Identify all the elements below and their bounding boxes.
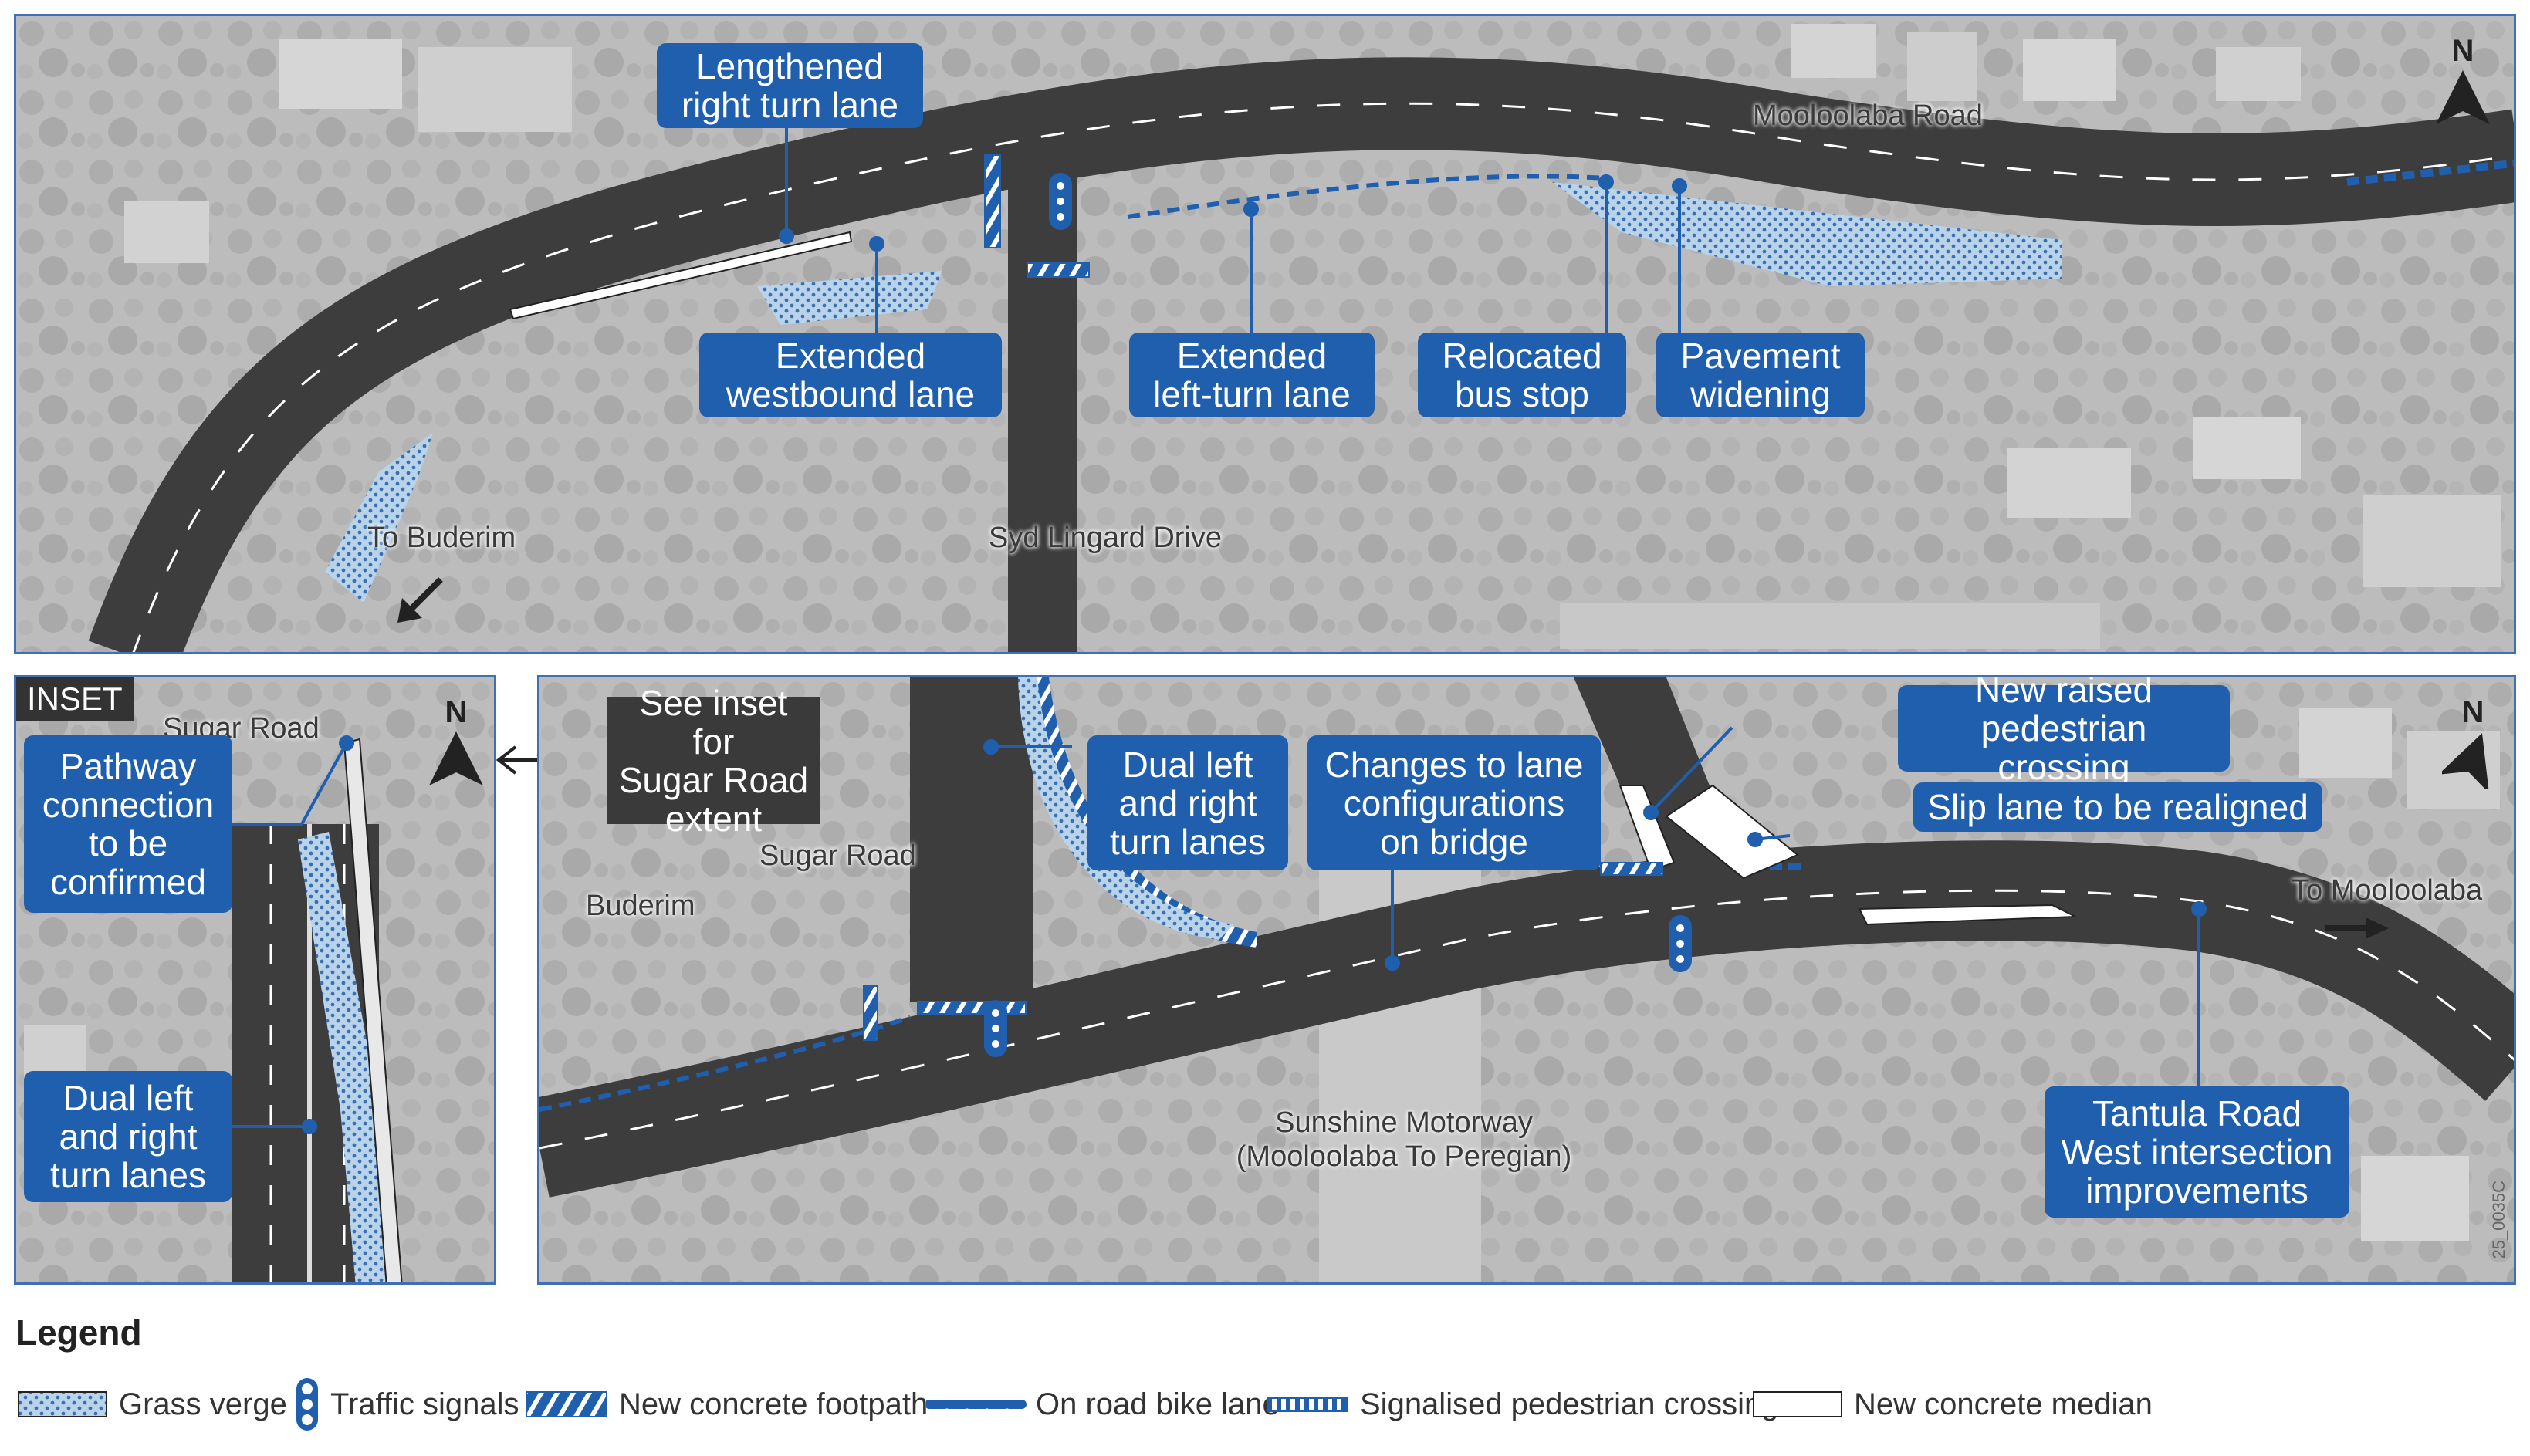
callout-line: confirmed (50, 862, 206, 902)
bottom-north-arrow: N (2438, 695, 2504, 793)
north-arrow-icon (2436, 70, 2490, 124)
legend-item-pedestrian-crossing: Signalised pedestrian crossing (1266, 1381, 1779, 1427)
label-syd-lingard-drive: Syd Lingard Drive (989, 522, 1223, 554)
callout-line: Tantula Road (2092, 1093, 2302, 1133)
callout-slip-lane-realigned: Slip lane to be realigned (1913, 782, 2322, 832)
top-leader-lines (779, 124, 1687, 333)
grass-verge-icon (18, 1391, 107, 1417)
label-sunshine-motorway: Sunshine Motorway (Mooloolaba To Peregia… (1226, 1106, 1581, 1174)
callout-line: on bridge (1380, 821, 1528, 862)
traffic-signals-icon (296, 1378, 318, 1431)
legend-label: Traffic signals (330, 1387, 519, 1421)
concrete-median-icon (1753, 1391, 1842, 1417)
north-arrow-icon (429, 731, 483, 785)
callout-line: left-turn lane (1153, 374, 1351, 414)
legend-item-concrete-median: New concrete median (1752, 1381, 2153, 1427)
inset-north-label: N (445, 695, 468, 729)
callout-lengthened-right-turn-lane: Lengthened right turn lane (657, 43, 923, 128)
see-inset-line: Sugar Road (618, 759, 809, 800)
bottom-leader-lines (983, 726, 2207, 1086)
callout-line: Pathway (59, 746, 197, 786)
legend-title: Legend (15, 1312, 142, 1353)
bottom-map-panel: See inset for Sugar Road extent Dual lef… (537, 675, 2516, 1285)
callout-extended-left-turn-lane: Extended left-turn lane (1129, 333, 1375, 417)
callout-line: Pavement (1680, 336, 1841, 376)
top-map-panel: Lengthened right turn lane Extended west… (14, 14, 2516, 654)
callout-dual-left-right-turn-lanes: Dual left and right turn lanes (1087, 735, 1288, 870)
concrete-footpath-icon (526, 1391, 607, 1417)
legend-item-bike-lane: On road bike lane (926, 1381, 1280, 1427)
see-inset-box[interactable]: See inset for Sugar Road extent (607, 684, 820, 838)
callout-lane-configurations-on-bridge: Changes to lane configurations on bridge (1307, 735, 1601, 870)
callout-line: to be (88, 823, 168, 863)
callout-line: New raised (1974, 675, 2153, 710)
callout-new-raised-pedestrian-crossing: New raised pedestrian crossing (1898, 677, 2230, 786)
callout-line: configurations (1343, 782, 1565, 823)
north-arrow: N (2432, 35, 2494, 132)
legend-item-concrete-footpath: New concrete footpath (525, 1381, 928, 1427)
callout-line: and right (59, 1116, 198, 1157)
callout-inset-dual-turn-lanes: Dual left and right turn lanes (24, 1071, 232, 1202)
arrow-southwest-icon (397, 577, 443, 623)
callout-line: improvements (2085, 1171, 2308, 1211)
see-inset-line: See inset for (639, 682, 788, 762)
label-mooloolaba-road: Mooloolaba Road (1753, 100, 1983, 132)
legend-label: Grass verge (119, 1387, 287, 1421)
top-aerial-map (16, 16, 2514, 652)
motorway-line: Sunshine Motorway (1275, 1106, 1533, 1139)
callout-line: Changes to lane (1324, 744, 1584, 785)
callout-relocated-bus-stop: Relocated bus stop (1418, 333, 1626, 417)
callout-line: westbound lane (726, 374, 976, 414)
callout-pavement-widening: Pavement widening (1656, 333, 1865, 417)
see-inset-line: extent (665, 798, 763, 839)
label-to-buderim: To Buderim (367, 522, 516, 554)
inset-map-panel: INSET Sugar Road N Pathway connection to… (14, 675, 496, 1285)
callout-line: Slip lane to be realigned (1927, 787, 2308, 827)
callout-line: connection (42, 785, 215, 825)
north-label: N (2451, 34, 2474, 68)
callout-extended-westbound-lane: Extended westbound lane (699, 333, 1002, 417)
label-buderim: Buderim (586, 890, 695, 922)
bike-lane-icon (926, 1400, 1027, 1409)
legend-item-grass-verge: Grass verge (17, 1381, 287, 1427)
north-arrow-icon (2438, 733, 2489, 793)
label-sugar-road: Sugar Road (759, 839, 916, 872)
callout-line: Relocated (1442, 336, 1602, 376)
callout-line: West intersection (2061, 1132, 2333, 1172)
callout-line: bus stop (1455, 374, 1589, 414)
pedestrian-crossing-icon (1267, 1397, 1348, 1412)
legend-label: Signalised pedestrian crossing (1360, 1387, 1779, 1421)
inset-leader-lines (232, 735, 354, 1134)
callout-line: Extended (775, 336, 926, 376)
callout-line: turn lanes (1109, 821, 1266, 862)
arrow-right-icon (2325, 917, 2389, 939)
callout-line: Dual left (1122, 744, 1253, 785)
callout-line: widening (1690, 374, 1831, 414)
callout-tantula-road-intersection: Tantula Road West intersection improveme… (2045, 1086, 2349, 1218)
callout-line: right turn lane (681, 85, 899, 125)
inset-north-arrow: N (425, 697, 487, 793)
callout-line: Lengthened (695, 46, 884, 86)
motorway-line: (Mooloolaba To Peregian) (1236, 1140, 1572, 1173)
inset-tag: INSET (16, 677, 134, 721)
legend-label: New concrete footpath (619, 1387, 928, 1421)
callout-line: pedestrian crossing (1980, 708, 2147, 787)
bottom-north-label: N (2461, 695, 2484, 729)
callout-line: turn lanes (49, 1155, 206, 1195)
legend-item-traffic-signals: Traffic signals (293, 1378, 519, 1431)
callout-pathway-connection: Pathway connection to be confirmed (24, 735, 232, 913)
legend-label: New concrete median (1854, 1387, 2153, 1421)
legend-label: On road bike lane (1036, 1387, 1280, 1421)
callout-line: and right (1118, 782, 1257, 823)
callout-line: Extended (1176, 336, 1328, 376)
label-to-mooloolaba: To Mooloolaba (2292, 874, 2483, 907)
callout-line: Dual left (63, 1078, 194, 1118)
drawing-code: 25_0035C (2489, 1181, 2508, 1259)
